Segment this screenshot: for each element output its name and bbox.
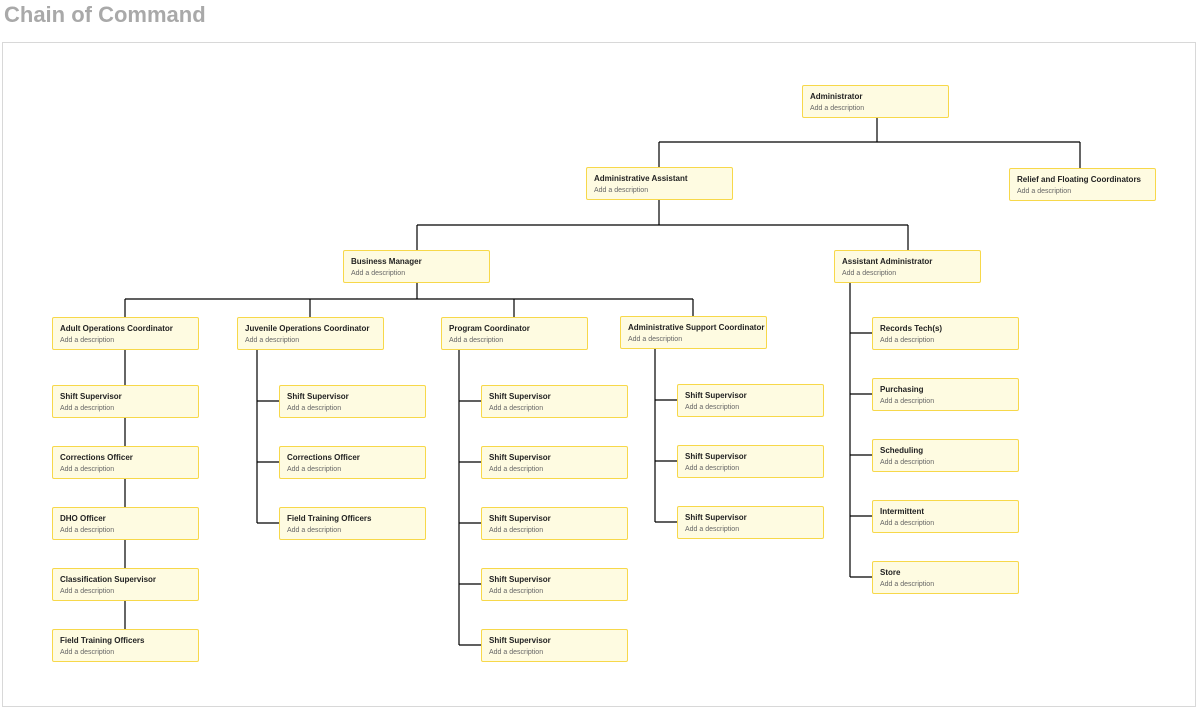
node-title[interactable]: Store <box>880 568 901 577</box>
connector-lines <box>124 118 1081 646</box>
node-description[interactable]: Add a description <box>60 337 115 344</box>
node-description[interactable]: Add a description <box>842 270 897 277</box>
node-description[interactable]: Add a description <box>685 404 740 411</box>
node-title[interactable]: Administrator <box>810 92 863 101</box>
node-title[interactable]: Shift Supervisor <box>287 392 349 401</box>
node-description[interactable]: Add a description <box>880 337 935 344</box>
node-description[interactable]: Add a description <box>880 398 935 405</box>
node-title[interactable]: Intermittent <box>880 507 924 516</box>
node-title[interactable]: Field Training Officers <box>60 636 145 645</box>
node-description[interactable]: Add a description <box>489 466 544 473</box>
node-description[interactable]: Add a description <box>489 649 544 656</box>
node-description[interactable]: Add a description <box>60 649 115 656</box>
node-description[interactable]: Add a description <box>880 581 935 588</box>
node-title[interactable]: Shift Supervisor <box>685 452 747 461</box>
node-description[interactable]: Add a description <box>685 465 740 472</box>
node-description[interactable]: Add a description <box>489 527 544 534</box>
node-title[interactable]: Records Tech(s) <box>880 324 943 333</box>
node-title[interactable]: Classification Supervisor <box>60 575 157 584</box>
node-title[interactable]: Corrections Officer <box>287 453 360 462</box>
node-title[interactable]: Business Manager <box>351 257 422 266</box>
node-records-techs[interactable]: Records Tech(s) Add a description <box>872 317 1019 350</box>
node-title[interactable]: Shift Supervisor <box>685 391 747 400</box>
node-description[interactable]: Add a description <box>594 187 649 194</box>
node-title[interactable]: Purchasing <box>880 385 924 394</box>
node-title[interactable]: Field Training Officers <box>287 514 372 523</box>
node-description[interactable]: Add a description <box>489 588 544 595</box>
node-title[interactable]: Shift Supervisor <box>60 392 122 401</box>
node-title[interactable]: Shift Supervisor <box>489 575 551 584</box>
node-title[interactable]: Administrative Assistant <box>594 174 688 183</box>
node-description[interactable]: Add a description <box>489 405 544 412</box>
node-title[interactable]: Corrections Officer <box>60 453 133 462</box>
page-title: Chain of Command <box>4 2 206 27</box>
node-description[interactable]: Add a description <box>351 270 406 277</box>
node-description[interactable]: Add a description <box>60 588 115 595</box>
node-description[interactable]: Add a description <box>880 459 935 466</box>
node-description[interactable]: Add a description <box>685 526 740 533</box>
node-description[interactable]: Add a description <box>287 527 342 534</box>
node-description[interactable]: Add a description <box>60 466 115 473</box>
node-title[interactable]: Assistant Administrator <box>842 257 933 266</box>
node-title[interactable]: Scheduling <box>880 446 924 455</box>
node-title[interactable]: Administrative Support Coordinator <box>628 323 765 332</box>
node-title[interactable]: Shift Supervisor <box>685 513 747 522</box>
node-description[interactable]: Add a description <box>628 336 683 343</box>
node-title[interactable]: Shift Supervisor <box>489 636 551 645</box>
node-description[interactable]: Add a description <box>880 520 935 527</box>
node-title[interactable]: DHO Officer <box>60 514 106 523</box>
node-title[interactable]: Relief and Floating Coordinators <box>1017 175 1142 184</box>
node-description[interactable]: Add a description <box>810 105 865 112</box>
node-title[interactable]: Shift Supervisor <box>489 453 551 462</box>
node-description[interactable]: Add a description <box>245 337 300 344</box>
node-title[interactable]: Program Coordinator <box>449 324 530 333</box>
node-description[interactable]: Add a description <box>1017 188 1072 195</box>
node-title[interactable]: Shift Supervisor <box>489 514 551 523</box>
node-title[interactable]: Shift Supervisor <box>489 392 551 401</box>
node-description[interactable]: Add a description <box>449 337 504 344</box>
node-description[interactable]: Add a description <box>60 527 115 534</box>
node-title[interactable]: Adult Operations Coordinator <box>60 324 173 333</box>
node-title[interactable]: Juvenile Operations Coordinator <box>245 324 370 333</box>
node-description[interactable]: Add a description <box>287 466 342 473</box>
node-description[interactable]: Add a description <box>287 405 342 412</box>
node-description[interactable]: Add a description <box>60 405 115 412</box>
